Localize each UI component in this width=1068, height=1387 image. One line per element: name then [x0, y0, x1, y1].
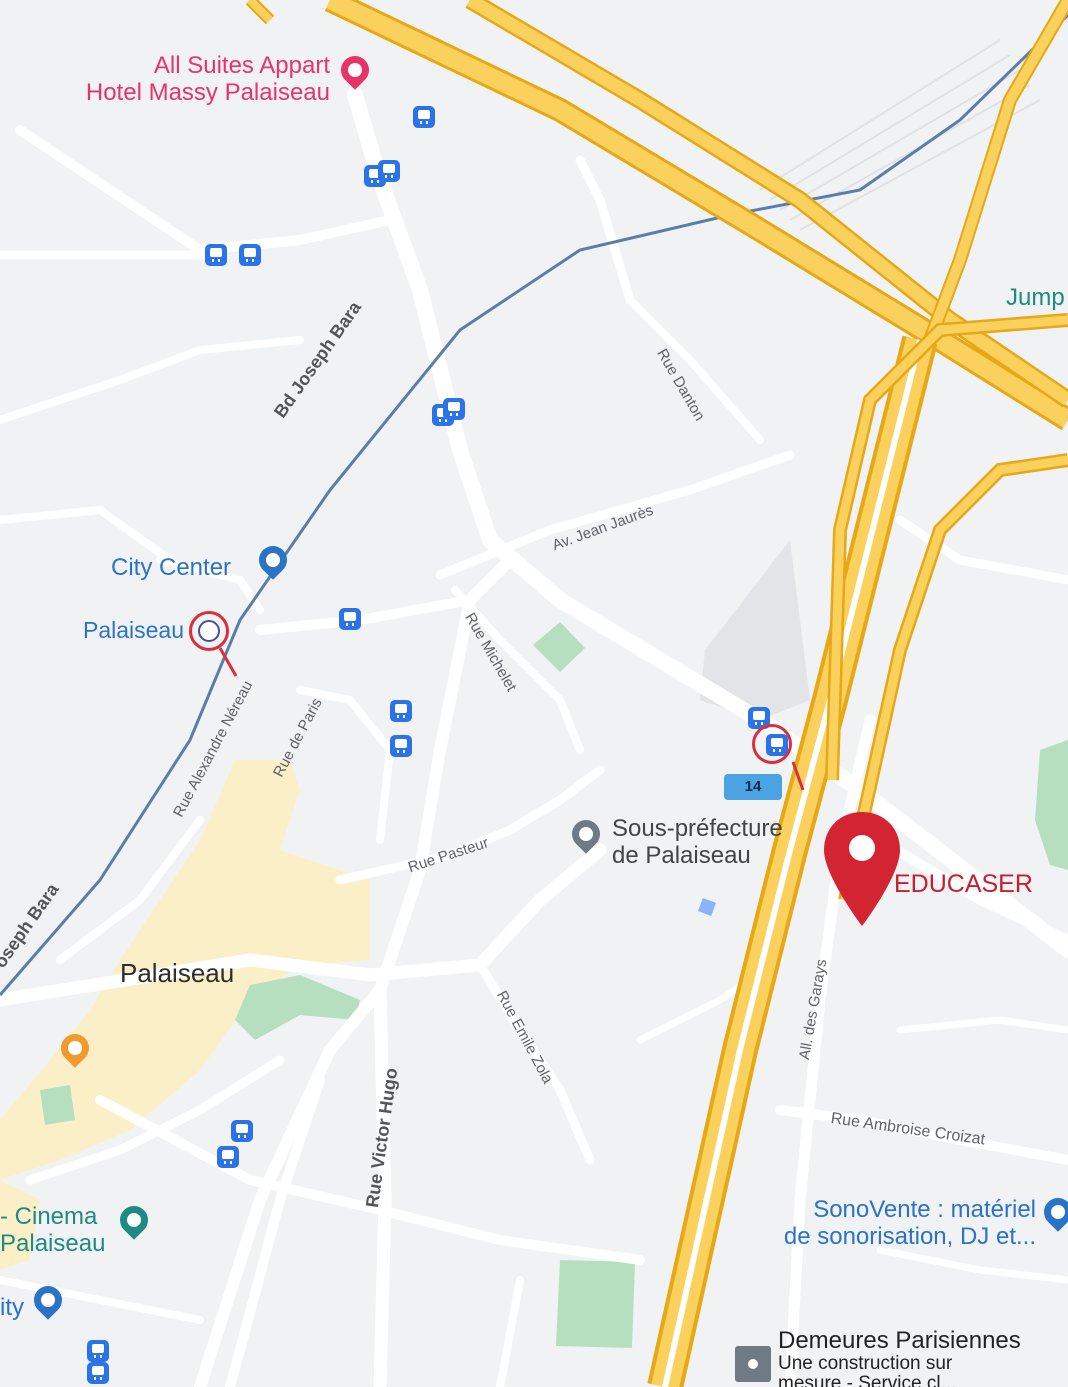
educaser-label[interactable]: EDUCASER [894, 870, 1033, 898]
landmark-square-icon[interactable] [735, 1346, 771, 1382]
bus-stop-icon[interactable] [239, 244, 261, 266]
cinema-label[interactable]: - Cinema Palaiseau [0, 1203, 105, 1257]
hotel-label-line1: All Suites Appart [153, 52, 330, 79]
location-pin-icon[interactable] [822, 810, 902, 930]
bus-stop-icon[interactable] [217, 1146, 239, 1168]
palaiseau-station-label[interactable]: Palaiseau [83, 617, 185, 643]
park-areas [40, 622, 1068, 1348]
cinema-line2: Palaiseau [0, 1230, 106, 1257]
bus-stop-icon[interactable] [390, 735, 412, 757]
city-center-label[interactable]: City Center [111, 554, 232, 581]
sous-prefecture-line2: de Palaiseau [612, 842, 751, 869]
bus-stop-icon[interactable] [231, 1120, 253, 1142]
industrial-block [700, 540, 810, 720]
bus-stop-icon[interactable] [87, 1340, 109, 1362]
hotel-label-line2: Hotel Massy Palaiseau [85, 79, 330, 106]
bus-stop-icon[interactable] [205, 244, 227, 266]
station-highlight-tail [218, 647, 238, 677]
sous-prefecture-line1: Sous-préfecture [612, 815, 783, 842]
route-badge-14: 14 [724, 774, 782, 800]
highways [245, 0, 1068, 1387]
demeures-label[interactable]: Demeures Parisiennes Une construction su… [778, 1327, 1021, 1387]
demeures-line2: Une construction sur [778, 1353, 953, 1374]
bus-stop-icon[interactable] [378, 160, 400, 182]
hotel-label[interactable]: All Suites Appart Hotel Massy Palaiseau [48, 52, 330, 106]
cinema-line1: - Cinema [0, 1203, 98, 1230]
bus-stop-icon[interactable] [390, 700, 412, 722]
bus-stop-icon[interactable] [413, 106, 435, 128]
demeures-line3: mesure - Service cl... [778, 1373, 957, 1387]
rer-railway-line [0, 13, 1068, 996]
bus-stop-icon[interactable] [748, 707, 770, 729]
sous-prefecture-label[interactable]: Sous-préfecture de Palaiseau [612, 815, 783, 869]
rer-train-icon[interactable] [198, 620, 220, 642]
magnifier-highlight-icon [189, 611, 229, 651]
bus-highlight-tail [791, 761, 805, 791]
magnifier-highlight-icon [752, 724, 792, 764]
sonovente-label[interactable]: SonoVente : matériel de sonorisation, DJ… [750, 1196, 1036, 1250]
town-label: Palaiseau [120, 958, 235, 988]
demeures-line1: Demeures Parisiennes [778, 1327, 1021, 1354]
jump-partial-label[interactable]: Jump [1006, 284, 1065, 311]
sonovente-line2: de sonorisation, DJ et... [783, 1223, 1036, 1250]
city-partial-label[interactable]: ity [0, 1294, 24, 1321]
sonovente-line1: SonoVente : matériel [813, 1196, 1036, 1223]
bus-stop-icon[interactable] [443, 398, 465, 420]
bus-stop-icon[interactable] [339, 608, 361, 630]
bus-stop-icon[interactable] [87, 1362, 109, 1384]
small-water-feature [698, 898, 716, 916]
